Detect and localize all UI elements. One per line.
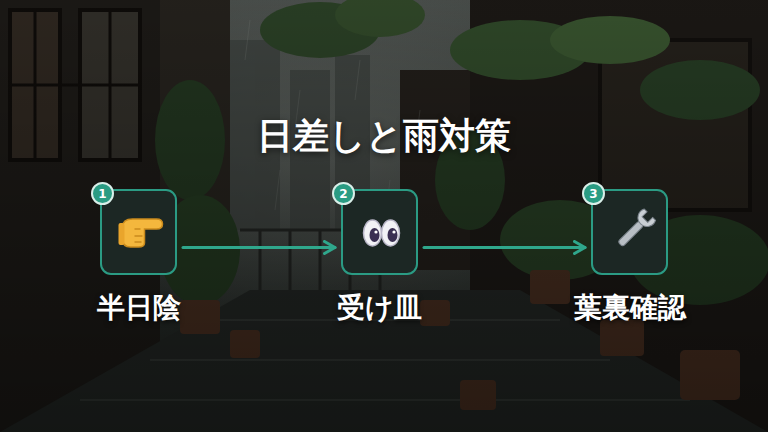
wrench-icon — [593, 191, 666, 273]
eyes-icon — [343, 191, 416, 273]
step-box: 受け皿2 — [341, 189, 418, 275]
diagram-title: 日差しと雨対策 — [0, 112, 768, 161]
step-number-badge: 3 — [582, 182, 605, 205]
callout-number: 1 — [98, 188, 106, 200]
step-number-badge: 2 — [332, 182, 355, 205]
flow-arrow — [424, 246, 585, 249]
step-box: 葉裏確認3 — [591, 189, 668, 275]
step-number-badge: 1 — [91, 182, 114, 205]
step-label: 葉裏確認 — [574, 289, 686, 327]
callout-number: 3 — [589, 188, 597, 200]
hand-icon — [102, 191, 175, 273]
step-label: 受け皿 — [337, 289, 422, 327]
step-label: 半日陰 — [97, 289, 181, 327]
step-box: 半日陰1 — [100, 189, 177, 275]
flow-arrow — [183, 246, 335, 249]
callout-number: 2 — [339, 188, 347, 200]
